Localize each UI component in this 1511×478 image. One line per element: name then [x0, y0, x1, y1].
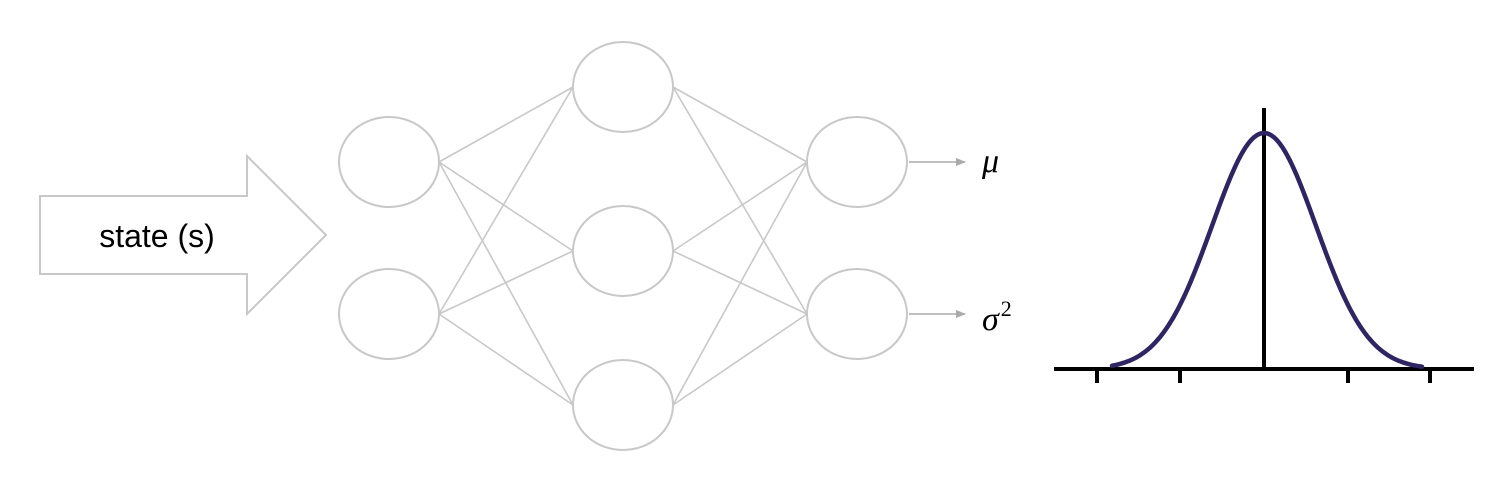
x-axis-ticks: [1095, 369, 1432, 383]
edge-l0-n1-to-n2: [438, 313, 574, 406]
edge-l0-n0-to-n1: [438, 161, 574, 252]
network-neurons: [338, 41, 908, 451]
sigma-label: σ2: [982, 296, 1012, 338]
neuron-hidden-2: [572, 359, 674, 451]
sigma-symbol: σ: [982, 301, 1000, 338]
neuron-input-0: [338, 116, 440, 208]
neuron-hidden-1: [572, 205, 674, 297]
edge-l0-n1-to-n0: [438, 86, 574, 315]
edge-l1-n2-to-n1: [672, 313, 808, 406]
neuron-hidden-0: [572, 41, 674, 133]
gaussian-plot: [1054, 108, 1474, 383]
neuron-input-1: [338, 268, 440, 360]
network-edges: [438, 86, 808, 406]
input-arrow: state (s): [39, 153, 328, 317]
mu-symbol: μ: [981, 143, 999, 180]
edge-l0-n0-to-n2: [438, 161, 574, 406]
output-sigma: σ2: [909, 296, 1012, 338]
edge-l1-n0-to-n1: [672, 86, 808, 315]
sigma-superscript: 2: [1001, 296, 1012, 321]
input-label: state (s): [99, 218, 215, 254]
edge-l0-n1-to-n1: [438, 250, 574, 315]
edge-l1-n0-to-n0: [672, 86, 808, 163]
mu-label: μ: [981, 143, 999, 180]
output-mu: μ: [909, 143, 999, 180]
input-arrow-shape: [39, 153, 328, 317]
gaussian-curve: [1109, 130, 1425, 369]
neuron-output-1: [806, 268, 908, 360]
edge-l1-n2-to-n0: [672, 161, 808, 406]
neuron-output-0: [806, 116, 908, 208]
edge-l0-n0-to-n0: [438, 86, 574, 163]
edge-l1-n1-to-n0: [672, 161, 808, 252]
